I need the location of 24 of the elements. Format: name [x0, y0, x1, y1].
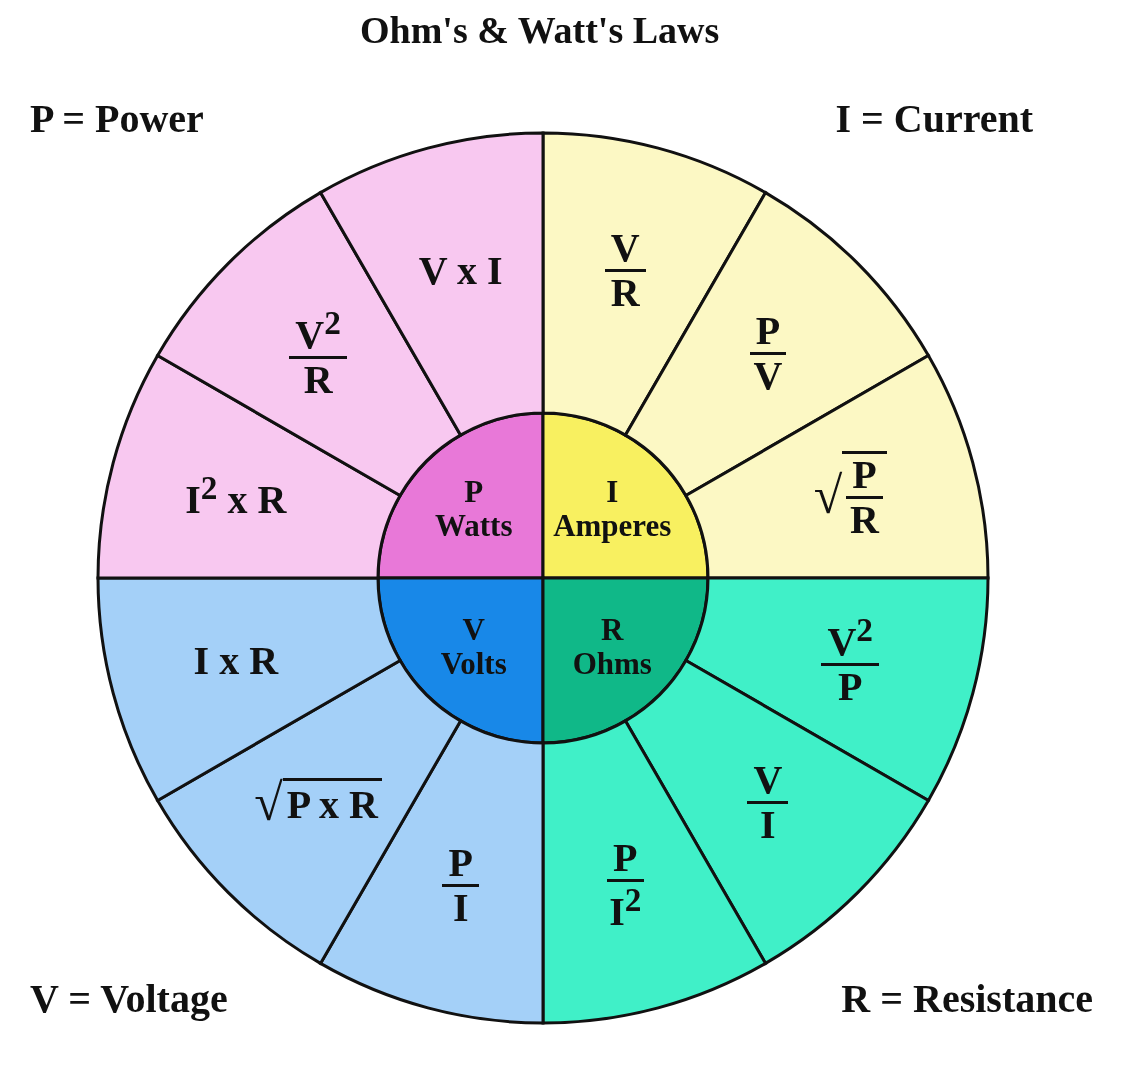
wedge-segment [684, 354, 990, 580]
root-formula: √P x R [254, 773, 382, 833]
unit-label: I Amperes [553, 474, 672, 543]
formula-text: I x R [193, 636, 279, 684]
fraction-formula: V R [604, 227, 646, 315]
unit-label: R Ohms [572, 613, 652, 682]
legend-text: R = Resistance [841, 975, 1093, 1022]
title: Ohm's & Watt's Laws [360, 8, 720, 52]
fraction-formula: P V [749, 309, 787, 397]
wedge-segment [96, 354, 402, 580]
formula-text: I$^{2}$ x R [185, 468, 287, 523]
legend-text: V = Voltage [30, 975, 228, 1022]
unit-label: V Volts [440, 613, 507, 682]
fraction-formula: P I$^{2}$ [607, 837, 644, 934]
fraction-formula: P I [442, 841, 479, 929]
fraction-formula: V$^{2}$ P [821, 612, 879, 709]
legend-text: I = Current [835, 95, 1033, 142]
wedge-segment [684, 576, 990, 802]
legend-text: P = Power [30, 95, 204, 142]
unit-label: P Watts [434, 474, 513, 543]
wedge-segment [319, 719, 545, 1025]
fraction-formula: V I [747, 759, 789, 847]
fraction-formula: V$^{2}$ R [289, 304, 347, 402]
formula-text: V x I [418, 247, 503, 295]
